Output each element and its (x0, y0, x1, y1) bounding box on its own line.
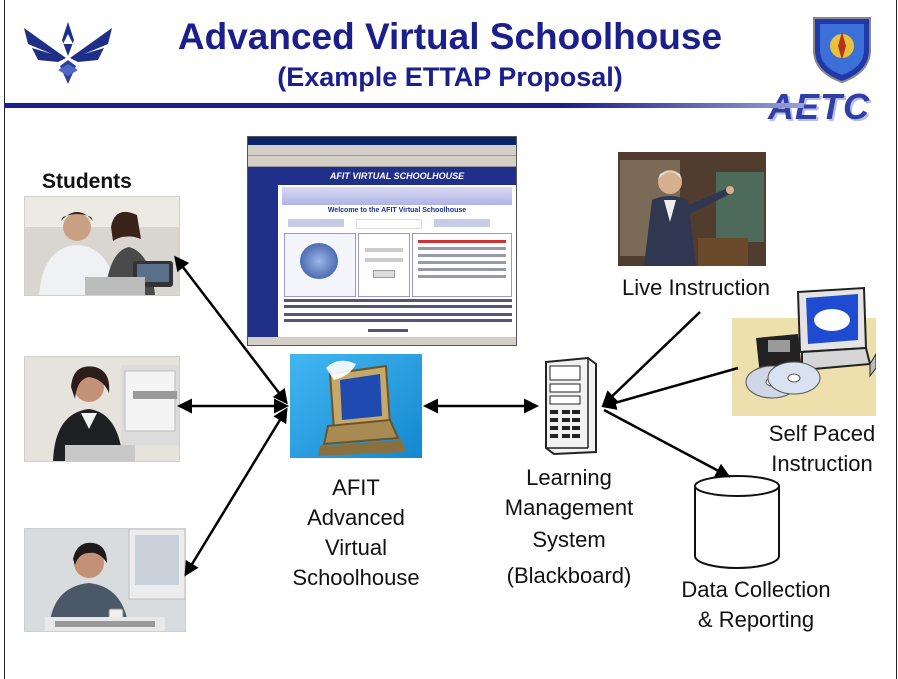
lms-server-image (540, 356, 600, 456)
browser-login-box (358, 233, 410, 297)
arrow-student1-avs (174, 255, 288, 405)
avs-computer-image (290, 354, 422, 458)
computer-monitor-icon (796, 286, 877, 378)
browser-menubar (248, 145, 516, 156)
avs-label-line2: Advanced (307, 505, 405, 530)
browser-notice-box (412, 233, 512, 297)
computer-monitor-icon (290, 354, 422, 458)
header-rule (4, 103, 804, 108)
arrow-lms-data (603, 408, 731, 478)
live-instruction-image (618, 152, 766, 266)
self-paced-image (732, 284, 877, 416)
air-force-wings-icon (24, 22, 112, 84)
browser-link (356, 219, 422, 229)
browser-titlebar (248, 137, 516, 145)
slide-border-right (896, 0, 897, 679)
self-paced-label-line2: Instruction (771, 451, 873, 476)
student-photo-2 (24, 356, 180, 462)
lms-label-line1: Learning (526, 465, 612, 490)
avs-label-line3: Virtual (325, 535, 387, 560)
browser-text-line-3 (284, 313, 512, 316)
browser-text-line-4 (284, 319, 512, 322)
browser-subbanner (282, 187, 512, 205)
lms-label-line3: System (532, 527, 606, 552)
self-paced-label-line1: Self Paced (768, 421, 876, 446)
database-cylinder-icon (694, 475, 780, 569)
browser-statusbar (248, 337, 516, 345)
lms-label-line2: Management (504, 495, 634, 520)
browser-text-line-1 (284, 299, 512, 302)
browser-text-line-5 (368, 329, 408, 332)
aetc-shield-icon (813, 17, 871, 84)
page-subtitle: (Example ETTAP Proposal) (277, 62, 623, 92)
slide-border-left (4, 0, 5, 679)
lms-label-line4: (Blackboard) (506, 563, 632, 588)
server-rack-icon (545, 356, 597, 456)
browser-button-1 (288, 219, 344, 227)
avs-label-line4: Schoolhouse (292, 565, 420, 590)
browser-banner: AFIT VIRTUAL SCHOOLHOUSE (278, 167, 516, 185)
browser-globe-icon (300, 243, 338, 279)
avs-label-line1: AFIT (332, 475, 380, 500)
data-collection-label-line1: Data Collection (681, 577, 831, 602)
live-instruction-label: Live Instruction (622, 275, 770, 300)
students-label: Students (42, 170, 132, 193)
data-collection-label-line2: & Reporting (697, 607, 815, 632)
arrow-live-lms (601, 311, 701, 407)
browser-welcome: Welcome to the AFIT Virtual Schoolhouse (327, 207, 467, 214)
cd-disc-icon (745, 361, 821, 399)
browser-toolbar (248, 156, 516, 167)
arrow-student3-avs (184, 407, 288, 577)
student-photo-3 (24, 528, 186, 632)
browser-button-2 (434, 219, 490, 227)
arrow-selfpaced-lms (601, 366, 739, 410)
student-photo-1 (24, 196, 180, 296)
browser-text-line-2 (284, 305, 512, 308)
page-title: Advanced Virtual Schoolhouse (177, 16, 723, 57)
